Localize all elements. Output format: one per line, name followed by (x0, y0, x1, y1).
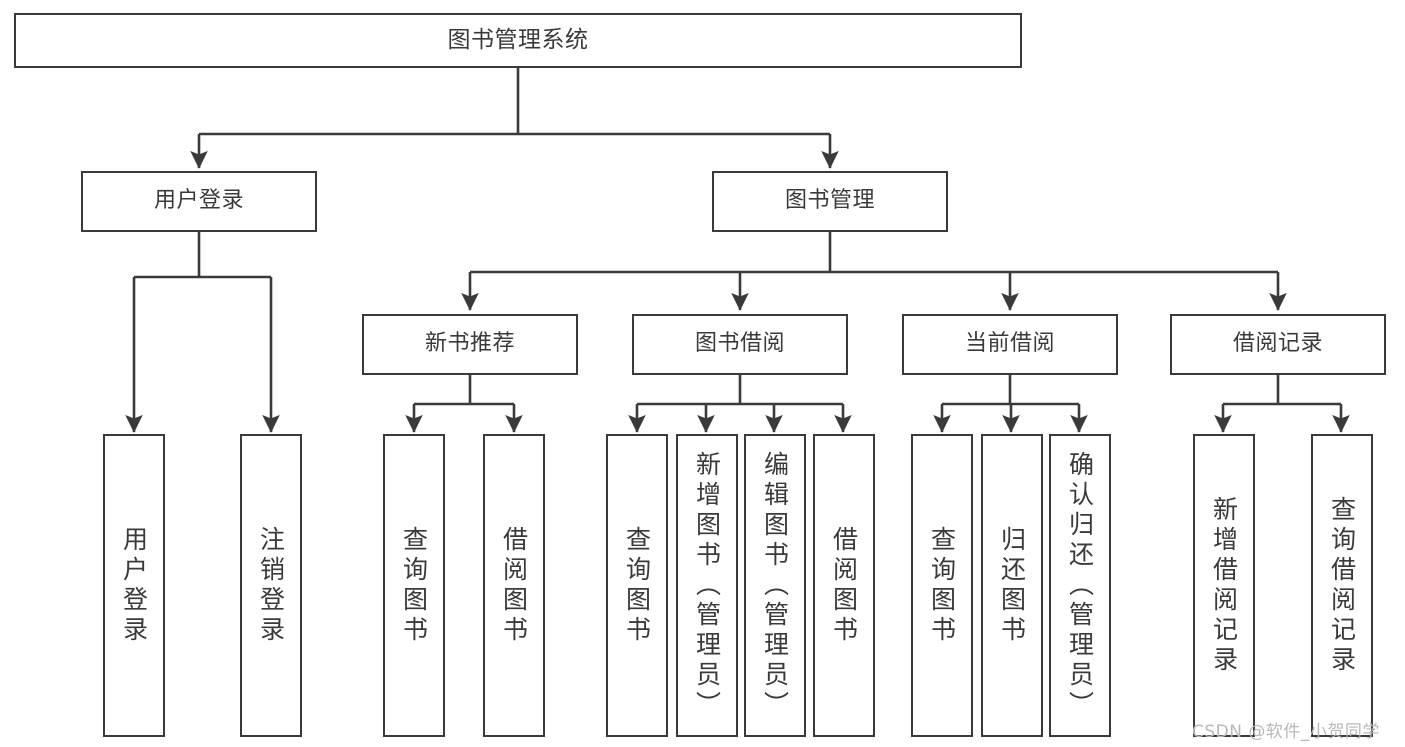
csdn-watermark: CSDN @软件_小贺同学 (1192, 722, 1380, 742)
node-leaf-borrow-book-1[interactable]: 借阅图书 (483, 434, 545, 737)
node-leaf-add-book[interactable]: 新增图书（管理员） (676, 434, 738, 737)
node-leaf-edit-book[interactable]: 编辑图书（管理员） (744, 434, 806, 737)
node-user-login[interactable]: 用户登录 (81, 171, 317, 232)
node-leaf-logout[interactable]: 注销登录 (240, 434, 302, 737)
node-leaf-return-book-label: 归还图书 (997, 525, 1027, 646)
node-current-borrow[interactable]: 当前借阅 (902, 314, 1118, 375)
node-borrow-record-label: 借阅记录 (1232, 331, 1323, 357)
node-leaf-borrow-book-2[interactable]: 借阅图书 (813, 434, 875, 737)
node-leaf-confirm-return[interactable]: 确认归还（管理员） (1049, 434, 1111, 737)
node-leaf-add-record[interactable]: 新增借阅记录 (1193, 434, 1255, 737)
node-leaf-query-book-2-label: 查询图书 (622, 525, 652, 646)
node-user-login-label: 用户登录 (153, 188, 244, 214)
node-book-manage[interactable]: 图书管理 (712, 171, 948, 232)
node-book-manage-label: 图书管理 (784, 188, 875, 214)
node-leaf-query-book-3[interactable]: 查询图书 (911, 434, 973, 737)
node-leaf-query-book-1[interactable]: 查询图书 (383, 434, 445, 737)
node-leaf-return-book[interactable]: 归还图书 (981, 434, 1043, 737)
node-root-label: 图书管理系统 (447, 27, 589, 54)
node-leaf-borrow-book-1-label: 借阅图书 (499, 525, 529, 646)
node-book-borrow[interactable]: 图书借阅 (632, 314, 848, 375)
node-leaf-query-record-label: 查询借阅记录 (1327, 495, 1357, 676)
node-book-borrow-label: 图书借阅 (694, 331, 785, 357)
node-leaf-edit-book-label: 编辑图书（管理员） (760, 450, 790, 721)
node-leaf-query-book-3-label: 查询图书 (927, 525, 957, 646)
node-new-book-recommend-label: 新书推荐 (424, 331, 515, 357)
node-leaf-query-book-2[interactable]: 查询图书 (606, 434, 668, 737)
node-new-book-recommend[interactable]: 新书推荐 (362, 314, 578, 375)
node-leaf-borrow-book-2-label: 借阅图书 (829, 525, 859, 646)
node-leaf-user-login-label: 用户登录 (119, 525, 149, 646)
node-root[interactable]: 图书管理系统 (14, 13, 1022, 68)
node-leaf-query-record[interactable]: 查询借阅记录 (1311, 434, 1373, 737)
node-leaf-add-book-label: 新增图书（管理员） (692, 450, 722, 721)
node-leaf-user-login[interactable]: 用户登录 (103, 434, 165, 737)
node-leaf-add-record-label: 新增借阅记录 (1209, 495, 1239, 676)
node-current-borrow-label: 当前借阅 (964, 331, 1055, 357)
node-borrow-record[interactable]: 借阅记录 (1170, 314, 1386, 375)
node-leaf-confirm-return-label: 确认归还（管理员） (1065, 450, 1095, 721)
node-leaf-logout-label: 注销登录 (256, 525, 286, 646)
node-leaf-query-book-1-label: 查询图书 (399, 525, 429, 646)
